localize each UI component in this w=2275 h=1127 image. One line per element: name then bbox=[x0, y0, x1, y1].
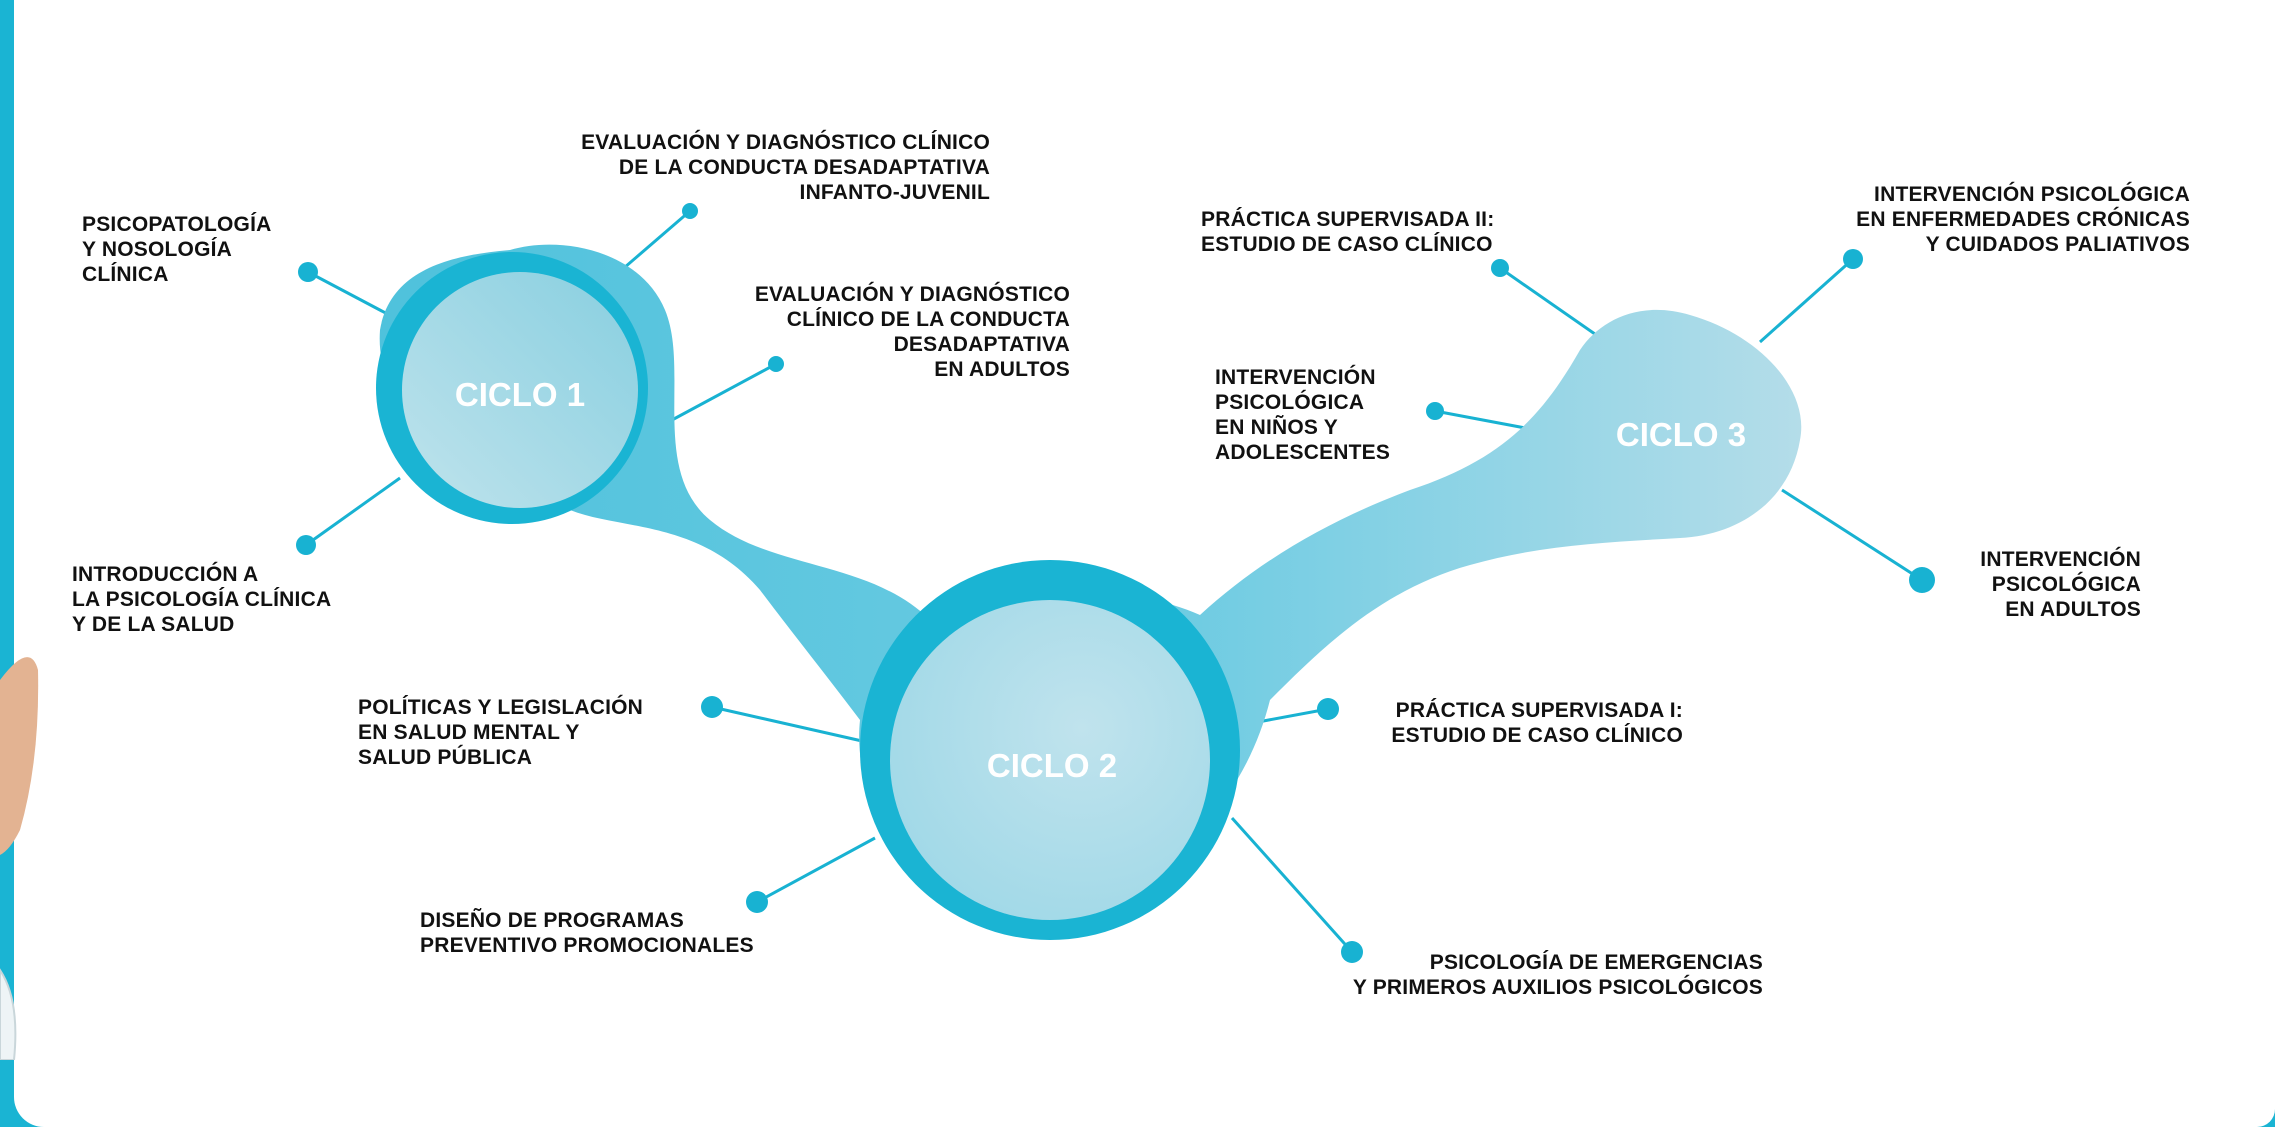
connector-dot-politicas bbox=[701, 696, 723, 718]
connector-line-introduccion bbox=[305, 476, 401, 547]
topic-label-diseno: DISEÑO DE PROGRAMAS PREVENTIVO PROMOCION… bbox=[420, 909, 754, 957]
topic-label-psicopatologia: PSICOPATOLOGÍA Y NOSOLOGÍA CLÍNICA bbox=[82, 213, 272, 286]
connector-dot-cronicas bbox=[1843, 249, 1863, 269]
connector-dot-emergencias bbox=[1341, 941, 1363, 963]
connector-dot-ninos bbox=[1426, 402, 1444, 420]
connector-line-adultos bbox=[1781, 488, 1923, 582]
connector-dot-practica1 bbox=[1317, 698, 1339, 720]
connector-line-emergencias bbox=[1230, 816, 1354, 954]
hub-label-ciclo-1: CICLO 1 bbox=[454, 376, 586, 413]
ciclo-2-inner bbox=[890, 600, 1210, 920]
topic-label-emergencias: PSICOLOGÍA DE EMERGENCIAS Y PRIMEROS AUX… bbox=[1352, 951, 1763, 999]
connector-line-practica1 bbox=[1257, 707, 1329, 724]
topic-label-eval-adultos: EVALUACIÓN Y DIAGNÓSTICO CLÍNICO DE LA C… bbox=[754, 283, 1070, 381]
topic-label-practica-2: PRÁCTICA SUPERVISADA II: ESTUDIO DE CASO… bbox=[1201, 208, 1495, 256]
hub-label-ciclo-3: CICLO 3 bbox=[1615, 416, 1747, 453]
topic-label-ninos: INTERVENCIÓN PSICOLÓGICA EN NIÑOS Y ADOL… bbox=[1215, 366, 1391, 464]
connector-dot-diseno bbox=[746, 891, 768, 913]
connector-line-eval-adultos bbox=[671, 362, 777, 422]
connector-line-cronicas bbox=[1759, 257, 1854, 344]
topic-label-cronicas: INTERVENCIÓN PSICOLÓGICA EN ENFERMEDADES… bbox=[1856, 183, 2190, 256]
connector-dot-psicopatologia bbox=[298, 262, 318, 282]
connector-dot-introduccion bbox=[296, 535, 316, 555]
connector-line-politicas bbox=[711, 705, 863, 743]
connector-line-diseno bbox=[756, 836, 876, 904]
connector-dot-adultos bbox=[1909, 567, 1935, 593]
topic-label-introduccion: INTRODUCCIÓN A LA PSICOLOGÍA CLÍNICA Y D… bbox=[72, 563, 332, 636]
person-photo-edge bbox=[0, 657, 39, 1060]
topic-label-eval-infanto: EVALUACIÓN Y DIAGNÓSTICO CLÍNICO DE LA C… bbox=[581, 131, 990, 204]
hub-label-ciclo-2: CICLO 2 bbox=[986, 747, 1118, 784]
topic-label-politicas: POLÍTICAS Y LEGISLACIÓN EN SALUD MENTAL … bbox=[358, 696, 644, 769]
ciclo-1-inner bbox=[402, 272, 638, 508]
topic-label-practica-1: PRÁCTICA SUPERVISADA I: ESTUDIO DE CASO … bbox=[1391, 699, 1683, 747]
connector-dot-eval-adultos bbox=[768, 356, 784, 372]
connector-dot-eval-infanto bbox=[682, 203, 698, 219]
topic-label-adultos: INTERVENCIÓN PSICOLÓGICA EN ADULTOS bbox=[1980, 548, 2141, 621]
connector-dots bbox=[296, 203, 1935, 963]
connector-dot-practica2 bbox=[1491, 259, 1509, 277]
connector-line-psicopatologia bbox=[307, 270, 396, 320]
